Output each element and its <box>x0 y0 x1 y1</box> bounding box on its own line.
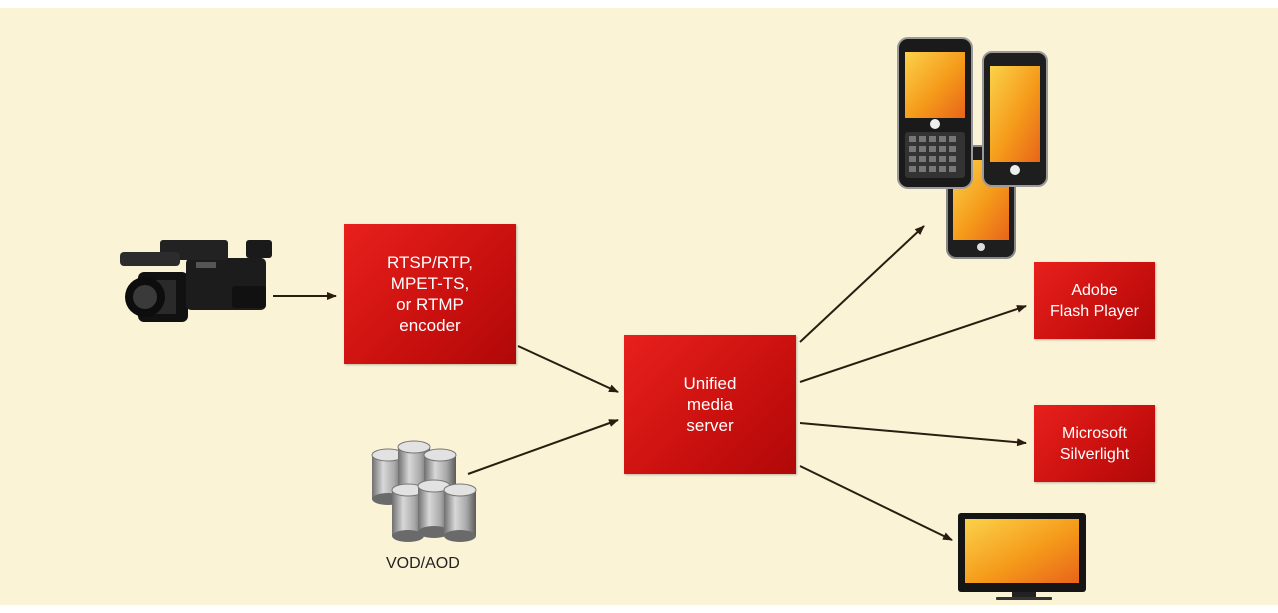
connection-arrows <box>273 225 1027 541</box>
microsoft-silverlight-box: Microsoft Silverlight <box>1034 405 1155 482</box>
arrow-encoder-to-server <box>517 345 619 393</box>
video-camera-icon <box>120 240 272 322</box>
arrow-server-to-tv <box>799 465 953 541</box>
mobile-phones-icon <box>897 37 1048 259</box>
arrow-storage-to-server <box>467 419 619 475</box>
arrow-server-to-flash <box>799 305 1027 383</box>
database-cluster-icon <box>371 440 477 542</box>
unified-media-server-box: Unified media server <box>624 335 796 474</box>
adobe-flash-player-box: Adobe Flash Player <box>1034 262 1155 339</box>
television-icon <box>958 513 1086 600</box>
storage-label: VOD/AOD <box>386 555 460 572</box>
encoder-box: RTSP/RTP, MPET-TS, or RTMP encoder <box>344 224 516 364</box>
arrow-server-to-silverlight <box>799 422 1027 447</box>
arrow-server-to-mobile <box>799 225 925 343</box>
